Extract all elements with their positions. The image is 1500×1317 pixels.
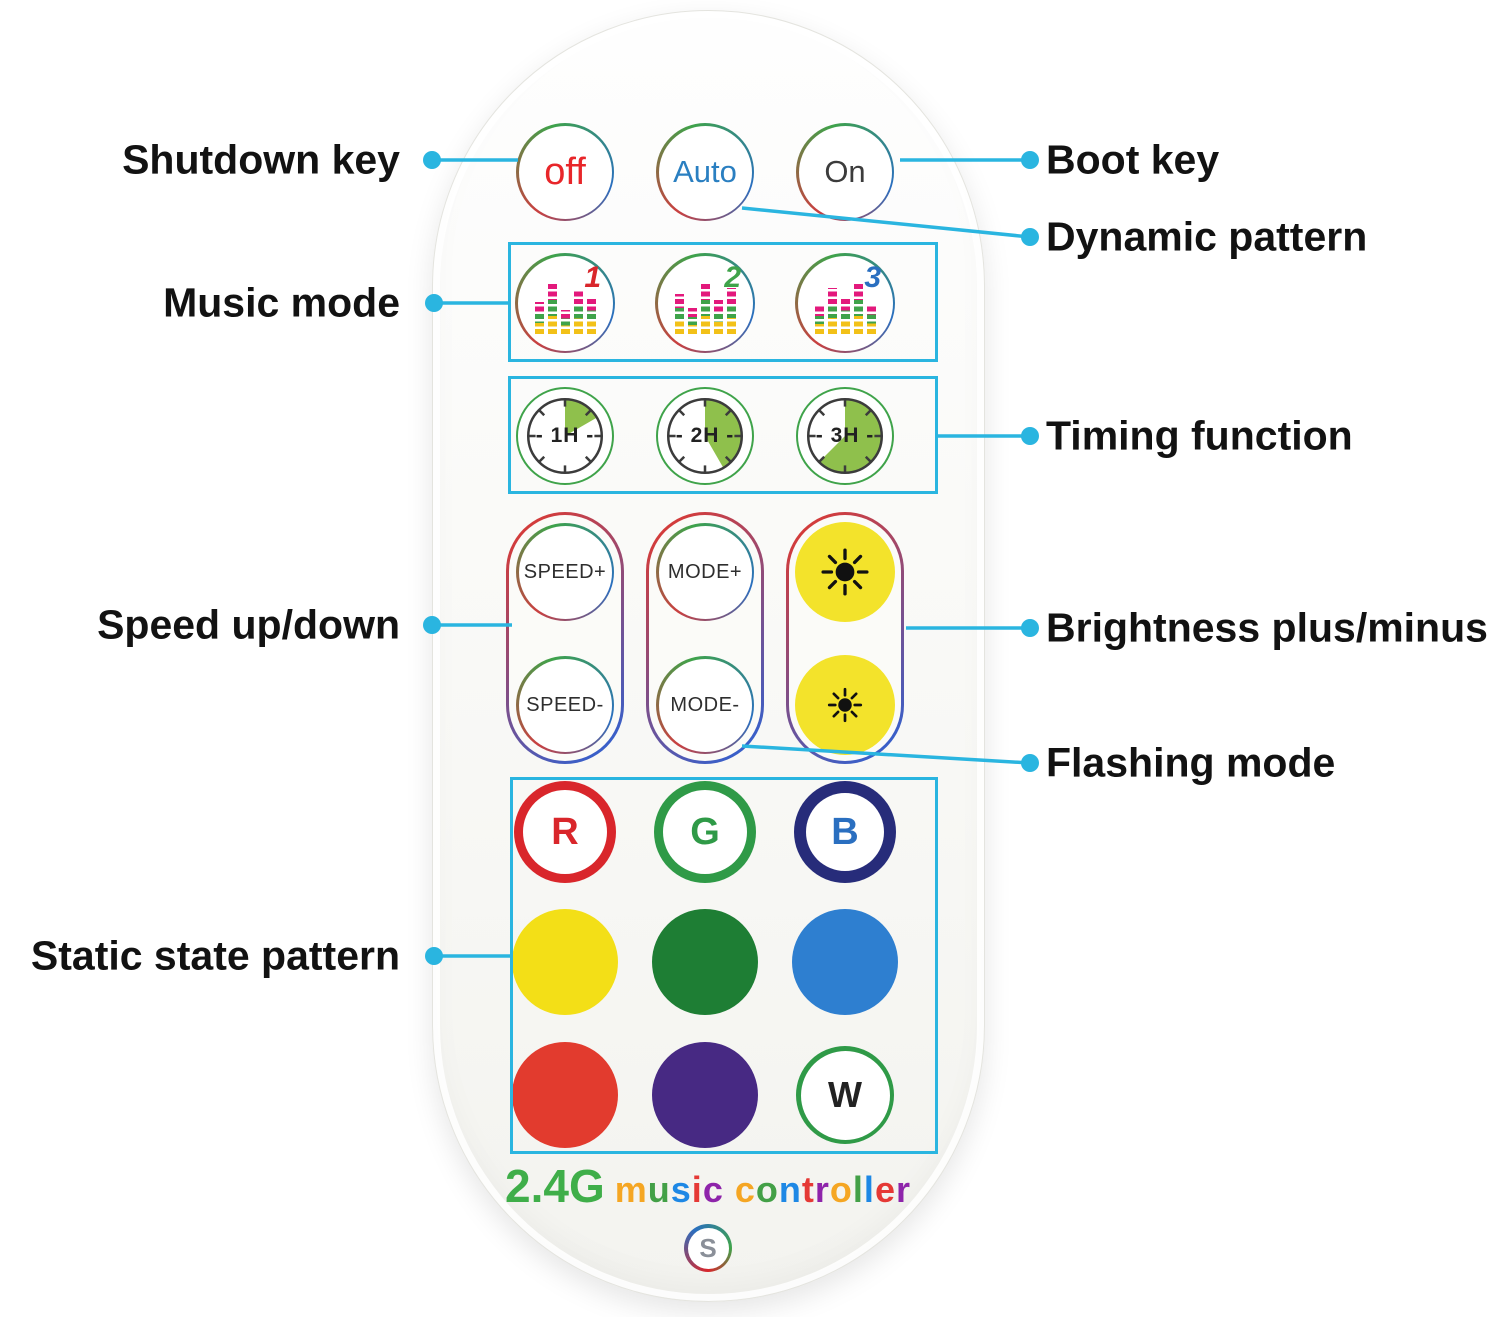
- label-brightness-plus-minus: Brightness plus/minus: [1046, 604, 1488, 651]
- auto-button[interactable]: Auto: [656, 123, 754, 221]
- brightness-plus-button[interactable]: [795, 522, 895, 622]
- label-music-mode: Music mode: [163, 279, 400, 326]
- label-shutdown-key: Shutdown key: [122, 136, 400, 183]
- off-button[interactable]: off: [516, 123, 614, 221]
- blue-channel-button[interactable]: B: [794, 781, 896, 883]
- equalizer-icon: [534, 280, 596, 334]
- music-mode-2-button[interactable]: 2: [655, 253, 755, 353]
- label-boot-key: Boot key: [1046, 136, 1220, 183]
- timer-2h-button[interactable]: - 2H -: [656, 387, 754, 485]
- brightness-leader-dot: [1021, 619, 1039, 637]
- on-button[interactable]: On: [796, 123, 894, 221]
- timer-2h-label: - 2H -: [675, 424, 735, 447]
- clock-2h-icon: [666, 397, 744, 475]
- equalizer-icon: [674, 280, 736, 334]
- solid-purple-button[interactable]: [652, 1042, 758, 1148]
- solid-blue-button[interactable]: [792, 909, 898, 1015]
- speed-minus-button[interactable]: SPEED-: [516, 656, 614, 754]
- music-mode-1-number: 1: [584, 261, 601, 294]
- equalizer-icon: [814, 280, 876, 334]
- brightness-minus-button[interactable]: [795, 655, 895, 755]
- blue-channel-label: B: [831, 810, 859, 853]
- clock-1h-icon: [526, 397, 604, 475]
- mode-plus-button[interactable]: MODE+: [656, 523, 754, 621]
- timer-1h-button[interactable]: - 1H -: [516, 387, 614, 485]
- music-mode-3-number: 3: [864, 261, 881, 294]
- sun-bright-icon: [821, 548, 869, 596]
- green-channel-button[interactable]: G: [654, 781, 756, 883]
- sun-dim-icon: [827, 687, 863, 723]
- label-dynamic-pattern: Dynamic pattern: [1046, 213, 1368, 260]
- timer-1h-label: - 1H -: [535, 424, 595, 447]
- timer-3h-label: - 3H -: [815, 424, 875, 447]
- dynamic-leader-dot: [1021, 228, 1039, 246]
- speed-plus-button[interactable]: SPEED+: [516, 523, 614, 621]
- mode-plus-label: MODE+: [667, 560, 743, 583]
- brand-rest: music controller: [614, 1169, 911, 1210]
- brand-prefix: 2.4G: [505, 1160, 605, 1212]
- auto-button-label: Auto: [673, 154, 737, 189]
- timer-3h-button[interactable]: - 3H -: [796, 387, 894, 485]
- solid-green-button[interactable]: [652, 909, 758, 1015]
- label-timing-function: Timing function: [1046, 412, 1353, 459]
- red-channel-button[interactable]: R: [514, 781, 616, 883]
- clock-3h-icon: [806, 397, 884, 475]
- label-flashing-mode: Flashing mode: [1046, 739, 1336, 786]
- music-mode-3-button[interactable]: 3: [795, 253, 895, 353]
- green-channel-label: G: [690, 810, 720, 853]
- mode-minus-label: MODE-: [670, 693, 740, 716]
- brand-logo-letter: S: [699, 1232, 717, 1263]
- music-mode-2-number: 2: [724, 261, 741, 294]
- off-button-label: off: [544, 150, 586, 193]
- music-mode-1-button[interactable]: 1: [515, 253, 615, 353]
- shutdown-leader-dot: [423, 151, 441, 169]
- white-channel-label: W: [828, 1074, 862, 1115]
- flashing-leader-dot: [1021, 754, 1039, 772]
- label-speed-up-down: Speed up/down: [97, 601, 400, 648]
- brand-text: 2.4G music controller: [505, 1159, 911, 1213]
- brand-logo-icon: S: [684, 1224, 732, 1272]
- solid-red-button[interactable]: [512, 1042, 618, 1148]
- speed-plus-label: SPEED+: [523, 560, 607, 583]
- mode-minus-button[interactable]: MODE-: [656, 656, 754, 754]
- timing-leader-dot: [1021, 427, 1039, 445]
- boot-leader-dot: [1021, 151, 1039, 169]
- speed-minus-label: SPEED-: [526, 693, 604, 716]
- red-channel-label: R: [551, 810, 579, 853]
- label-static-state-pattern: Static state pattern: [30, 932, 400, 979]
- on-button-label: On: [824, 154, 866, 189]
- solid-yellow-button[interactable]: [512, 909, 618, 1015]
- white-channel-button[interactable]: W: [796, 1046, 894, 1144]
